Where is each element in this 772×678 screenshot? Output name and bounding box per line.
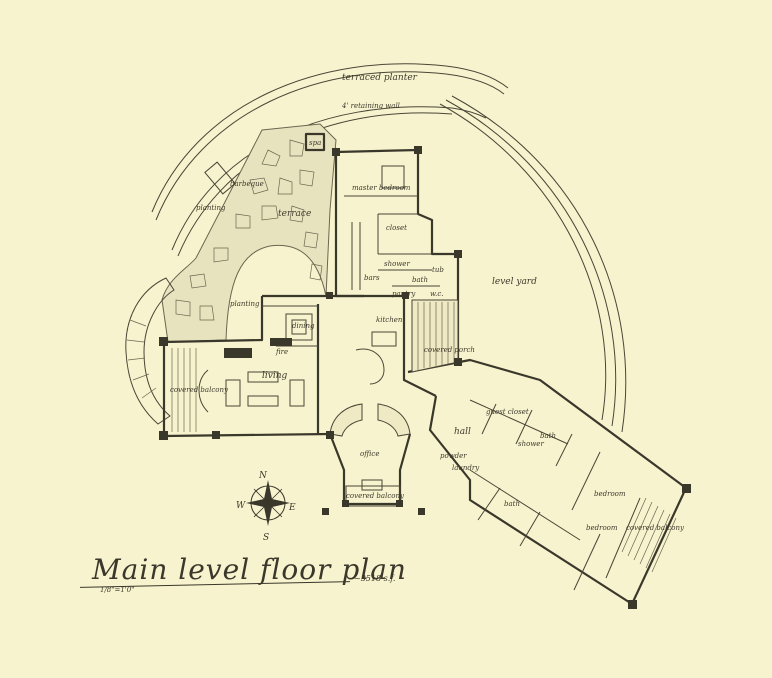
label-tub: tub: [432, 266, 444, 274]
label-barbeque: barbeque: [230, 180, 264, 188]
label-terraced-planter: terraced planter: [342, 73, 418, 83]
label-bedroom-lower: bedroom: [586, 524, 618, 532]
label-powder: powder: [440, 452, 467, 460]
covered-balcony-south: [345, 485, 401, 507]
barbeque-counter: [204, 161, 236, 195]
label-level-yard: level yard: [492, 277, 537, 287]
plan-title: Main level floor plan: [92, 553, 407, 586]
fireplace-dining: [270, 338, 292, 346]
label-planting-center: planting: [230, 300, 260, 308]
label-bath-lower: bath: [504, 500, 520, 508]
label-covered-porch: covered porch: [424, 346, 475, 354]
label-terrace: terrace: [278, 209, 311, 219]
label-living: living: [262, 371, 288, 381]
furniture: [198, 165, 405, 491]
label-closet: closet: [386, 224, 407, 232]
label-laundry: laundry: [452, 464, 480, 472]
label-office: office: [360, 450, 379, 458]
plan-scale: 1/8"=1'0": [100, 586, 135, 594]
label-planting-west: planting: [196, 204, 226, 212]
label-covered-balcony-west: covered balcony: [170, 386, 229, 394]
west-curved-stair: [125, 277, 175, 425]
compass-north-label: N: [258, 471, 268, 481]
office-stairs: [329, 403, 411, 437]
plan-labels: terraced planter 4' retaining wall spa b…: [170, 73, 685, 532]
label-guest-closet: guest closet: [486, 408, 529, 416]
spa: [304, 132, 326, 152]
label-shower-east: shower: [518, 440, 544, 448]
label-hall: hall: [454, 427, 471, 437]
label-pantry: pantry: [392, 290, 416, 298]
stone-terrace: [161, 123, 337, 343]
label-bedroom-upper: bedroom: [594, 490, 626, 498]
title-block: Main level floor plan ~3518 s.f. 1/8"=1'…: [80, 553, 422, 613]
fireplace-living: [224, 348, 252, 358]
label-bath: bath: [412, 276, 428, 284]
structural-posts: [159, 146, 691, 609]
label-master-bedroom: master bedroom: [352, 184, 411, 192]
covered-balcony-east-hatch: [621, 497, 677, 573]
compass-west-label: W: [236, 501, 246, 511]
terraced-planter-arcs: [151, 63, 627, 433]
label-fire: fire: [275, 348, 288, 356]
label-shower: shower: [384, 260, 410, 268]
covered-porch: [411, 299, 459, 373]
label-spa: spa: [309, 139, 321, 147]
label-covered-balcony-east: covered balcony: [626, 524, 685, 532]
plan-area: ~3518 s.f.: [354, 574, 396, 583]
label-dining: dining: [292, 322, 315, 330]
compass-east-label: E: [288, 503, 296, 513]
label-bars: bars: [364, 274, 380, 282]
label-bath-east: bath: [540, 432, 556, 440]
covered-balcony-west-hatch: [171, 348, 197, 432]
label-retaining-wall: 4' retaining wall: [341, 102, 400, 110]
label-covered-balcony-south: covered balcony: [346, 492, 405, 500]
flagstone-pattern: [175, 139, 323, 321]
compass-south-label: S: [263, 533, 269, 543]
label-wc: w.c.: [430, 290, 444, 298]
interior-partitions: [262, 195, 641, 591]
north-arrow-compass: N S E W: [236, 471, 296, 543]
label-kitchen: kitchen: [376, 316, 403, 324]
